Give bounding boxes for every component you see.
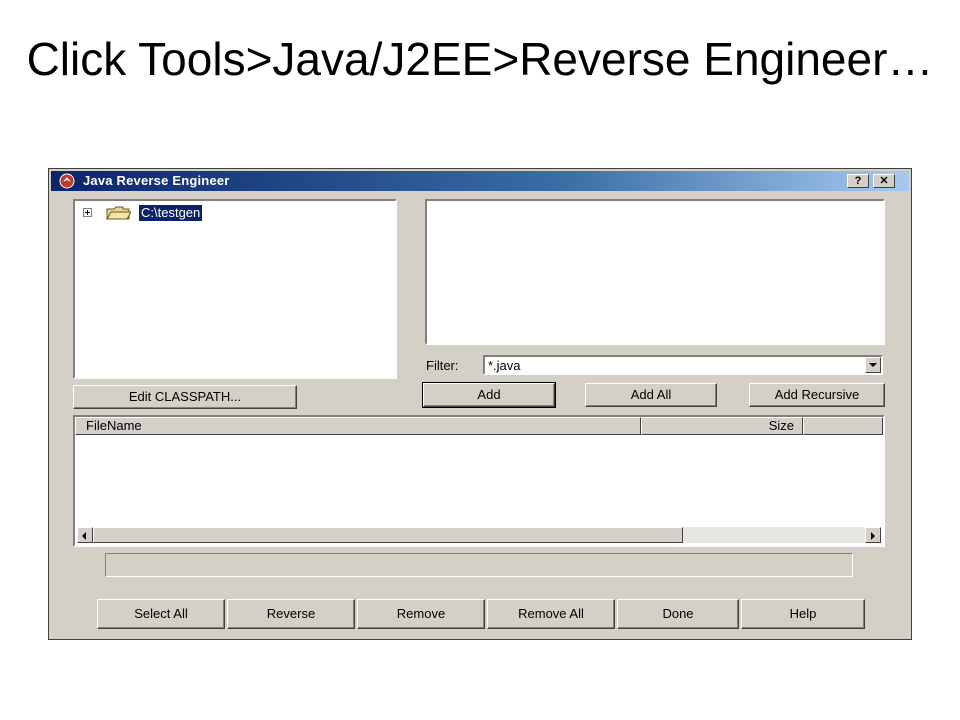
dialog-title: Java Reverse Engineer (83, 173, 230, 188)
folder-icon (106, 206, 131, 220)
horizontal-scrollbar[interactable] (77, 527, 881, 543)
scroll-right-button[interactable] (865, 527, 881, 543)
remove-button[interactable]: Remove (357, 599, 485, 629)
file-table[interactable]: FileName Size (73, 415, 885, 547)
progress-bar (105, 553, 853, 577)
java-app-icon (59, 173, 75, 189)
edit-classpath-button[interactable]: Edit CLASSPATH... (73, 385, 297, 409)
dropdown-arrow-button[interactable] (865, 357, 881, 373)
select-all-button[interactable]: Select All (97, 599, 225, 629)
filter-label: Filter: (426, 358, 459, 373)
dialog-titlebar[interactable]: Java Reverse Engineer ? ✕ (51, 171, 909, 191)
reverse-button[interactable]: Reverse (227, 599, 355, 629)
column-header-filename[interactable]: FileName (75, 417, 641, 435)
arrow-left-icon (82, 532, 86, 540)
scroll-left-button[interactable] (77, 527, 93, 543)
slide-title: Click Tools>Java/J2EE>Reverse Engineer… (26, 33, 934, 85)
directory-tree[interactable]: C:\testgen (73, 199, 397, 379)
help-title-button[interactable]: ? (847, 174, 869, 188)
filter-dropdown[interactable]: *.java (483, 355, 883, 375)
column-header-size[interactable]: Size (641, 417, 803, 435)
filter-value: *.java (488, 358, 521, 373)
column-header-empty (803, 417, 883, 435)
close-title-button[interactable]: ✕ (873, 174, 895, 188)
remove-all-button[interactable]: Remove All (487, 599, 615, 629)
arrow-right-icon (871, 532, 875, 540)
tree-expand-icon[interactable] (83, 208, 92, 217)
java-reverse-engineer-dialog: Java Reverse Engineer ? ✕ C:\testgen Fil… (48, 168, 912, 640)
file-selection-list[interactable] (425, 199, 885, 345)
add-all-button[interactable]: Add All (585, 383, 717, 407)
add-recursive-button[interactable]: Add Recursive (749, 383, 885, 407)
chevron-down-icon (869, 363, 877, 367)
help-button[interactable]: Help (741, 599, 865, 629)
add-button[interactable]: Add (422, 382, 556, 408)
scrollbar-thumb[interactable] (93, 527, 683, 543)
done-button[interactable]: Done (617, 599, 739, 629)
tree-item-label: C:\testgen (137, 204, 204, 222)
